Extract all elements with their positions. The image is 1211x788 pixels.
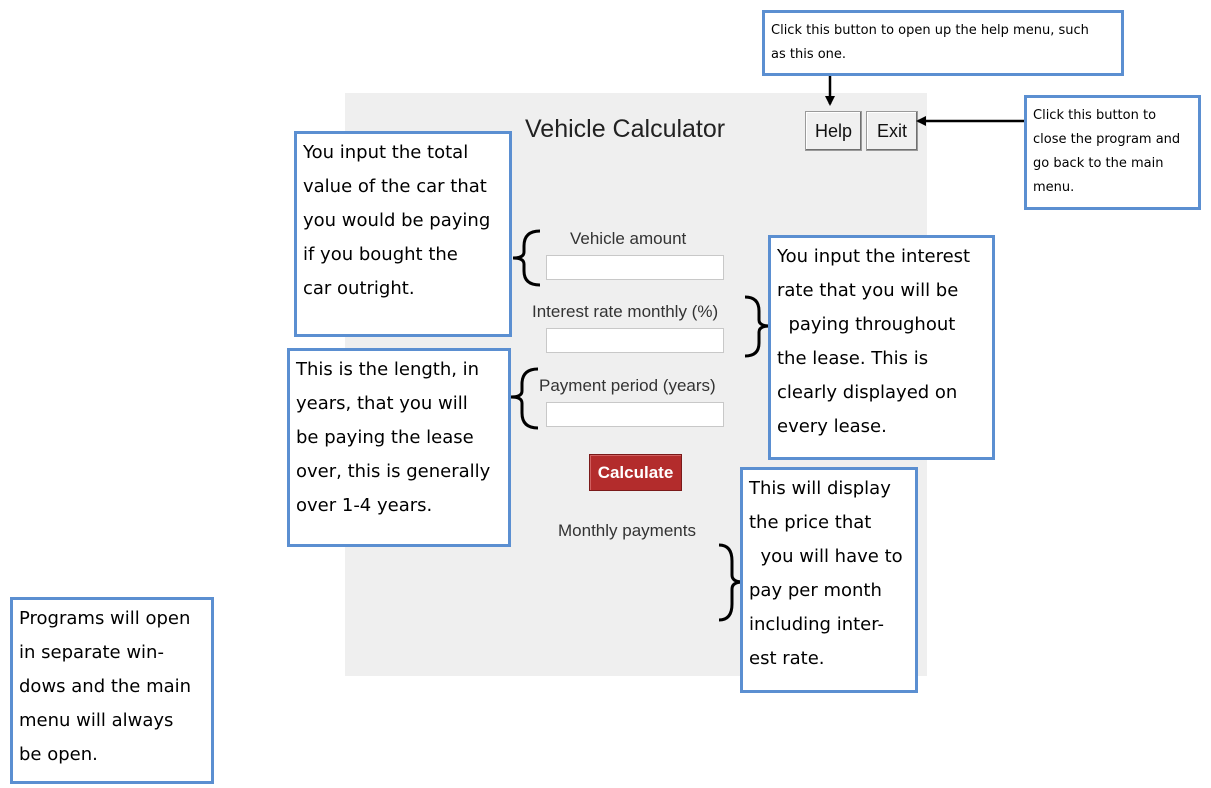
monthly-payments-annotation: This will display the price that you wil… bbox=[740, 467, 918, 693]
annotation-line: Click this button to open up the help me… bbox=[771, 23, 1089, 38]
annotation-line: You input the interest bbox=[777, 246, 971, 267]
vehicle-amount-input[interactable] bbox=[546, 255, 724, 280]
interest-rate-input[interactable] bbox=[546, 328, 724, 353]
annotation-line: pay per month bbox=[749, 580, 882, 601]
annotation-line: menu will always bbox=[19, 710, 174, 731]
annotation-line: est rate. bbox=[749, 648, 825, 669]
annotation-line: be open. bbox=[19, 744, 98, 765]
annotation-line: dows and the main bbox=[19, 676, 192, 697]
annotation-line: Click this button to bbox=[1033, 108, 1157, 123]
payment-period-label: Payment period (years) bbox=[539, 376, 716, 395]
vehicle-amount-annotation: You input the total value of the car tha… bbox=[294, 131, 512, 337]
annotation-line: the lease. This is bbox=[777, 348, 929, 369]
annotation-line: including inter- bbox=[749, 614, 884, 635]
annotation-line: Programs will open bbox=[19, 608, 191, 629]
annotation-line: if you bought the bbox=[303, 244, 458, 265]
vehicle-amount-label: Vehicle amount bbox=[570, 229, 687, 248]
payment-period-input[interactable] bbox=[546, 402, 724, 427]
annotation-line: menu. bbox=[1033, 180, 1075, 195]
annotation-line: over, this is generally bbox=[296, 461, 491, 482]
separate-windows-annotation: Programs will open in separate win- dows… bbox=[10, 597, 214, 784]
payment-period-annotation: This is the length, in years, that you w… bbox=[287, 348, 511, 547]
annotation-line: close the program and bbox=[1033, 132, 1181, 147]
vehicle-brace bbox=[512, 229, 541, 287]
help-button[interactable]: Help bbox=[805, 111, 862, 151]
annotation-line: car outright. bbox=[303, 278, 415, 299]
annotation-line: This will display bbox=[749, 478, 891, 499]
period-brace bbox=[510, 367, 539, 430]
annotation-line: every lease. bbox=[777, 416, 887, 437]
annotation-line: over 1-4 years. bbox=[296, 495, 433, 516]
interest-brace bbox=[744, 295, 771, 358]
interest-rate-label: Interest rate monthly (%) bbox=[532, 302, 719, 321]
calculate-button[interactable]: Calculate bbox=[589, 454, 682, 491]
annotation-line: This is the length, in bbox=[296, 359, 480, 380]
annotation-line: in separate win- bbox=[19, 642, 164, 663]
annotation-line: you will have to bbox=[749, 546, 903, 567]
annotation-line: the price that bbox=[749, 512, 872, 533]
annotation-line: years, that you will bbox=[296, 393, 468, 414]
exit-button[interactable]: Exit bbox=[866, 111, 918, 151]
app-title: Vehicle Calculator bbox=[525, 115, 726, 143]
annotation-line: You input the total bbox=[303, 142, 469, 163]
annotation-line: clearly displayed on bbox=[777, 382, 958, 403]
annotation-line: paying throughout bbox=[777, 314, 956, 335]
annotation-line: value of the car that bbox=[303, 176, 487, 197]
annotation-line: be paying the lease bbox=[296, 427, 474, 448]
annotation-line: go back to the main bbox=[1033, 156, 1164, 171]
interest-rate-annotation: You input the interest rate that you wil… bbox=[768, 235, 995, 460]
help-annotation: Click this button to open up the help me… bbox=[762, 10, 1124, 76]
annotation-line: rate that you will be bbox=[777, 280, 959, 301]
annotation-line: you would be paying bbox=[303, 210, 491, 231]
annotation-line: as this one. bbox=[771, 47, 847, 62]
exit-annotation: Click this button to close the program a… bbox=[1024, 95, 1201, 210]
monthly-payments-label: Monthly payments bbox=[558, 521, 696, 540]
